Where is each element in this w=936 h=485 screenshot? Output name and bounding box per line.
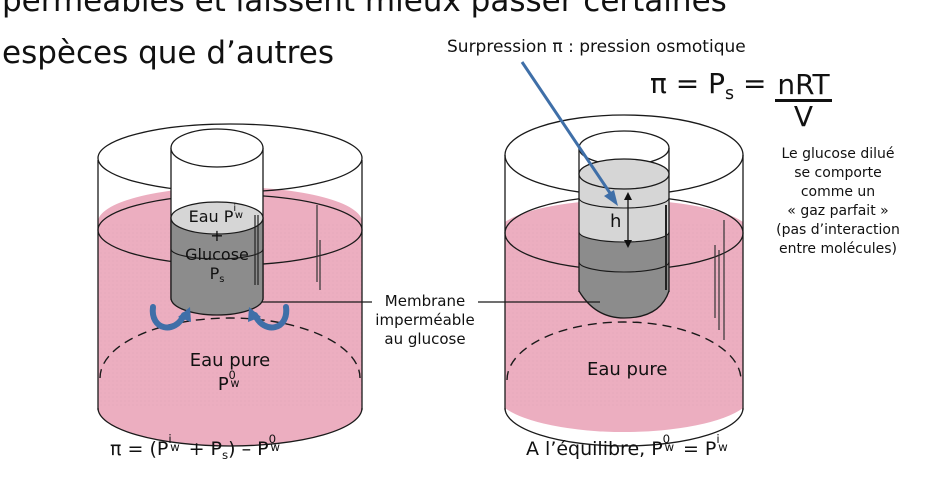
ps-sub: s: [219, 274, 225, 286]
right-flow-arrow: [248, 304, 290, 331]
slide-heading-line1: perméables et laissent mieux passer cert…: [2, 0, 727, 19]
note-line: comme un: [800, 184, 876, 200]
slide-heading-line2: espèces que d’autres: [2, 35, 334, 71]
sub-w: w: [234, 210, 243, 222]
formula-subscript: s: [725, 83, 735, 104]
left-vessel: [97, 123, 502, 447]
left-dashed-level: [99, 317, 361, 379]
membrane-label: Membrane imperméable au glucose: [370, 292, 480, 349]
solute-pressure-label: Ps: [171, 264, 263, 286]
sub-w: w: [170, 440, 180, 455]
inner-water-text: Eau P: [188, 207, 234, 226]
ps-p: P: [209, 264, 220, 283]
formula-lhs: π = P: [650, 67, 726, 100]
sup-0: 0: [662, 431, 671, 446]
surpression-pointer-arrow: [520, 61, 618, 206]
left-inner-rim: [170, 128, 264, 168]
formula-equals: =: [734, 67, 776, 100]
sub-w: w: [718, 440, 728, 455]
note-line: Le glucose dilué: [781, 146, 895, 162]
glucose-label: Glucose: [185, 245, 249, 264]
sup-0: 0: [268, 431, 277, 446]
caption-part: π = (P: [110, 438, 169, 460]
caption-part: ) – P: [228, 438, 269, 460]
sub-w: w: [230, 377, 240, 391]
right-solution-surface: [578, 158, 670, 190]
caption-part: A l’équilibre, P: [526, 438, 663, 460]
sub-s: s: [222, 447, 229, 462]
sup-i: i: [233, 203, 237, 215]
right-pure-water-label: Eau pure: [587, 359, 668, 380]
note-line: « gaz parfait »: [787, 203, 889, 219]
left-flow-arrow: [149, 304, 191, 331]
sup-0: 0: [228, 368, 236, 382]
membrane-line3: au glucose: [384, 330, 466, 348]
p0w-p: P: [217, 374, 229, 395]
membrane-line2: imperméable: [375, 311, 475, 329]
sup-i: i: [168, 431, 172, 446]
formula-numerator: nRT: [775, 68, 832, 103]
sup-i: i: [716, 431, 720, 446]
note-line: (pas d’interaction: [776, 222, 900, 238]
right-dashed-level: [506, 321, 742, 381]
plus-sign: +: [210, 226, 224, 245]
formula-denominator: V: [793, 100, 814, 134]
ideal-gas-note: Le glucose dilué se comporte comme un « …: [752, 145, 924, 259]
height-label: h: [610, 211, 622, 232]
note-line: se comporte: [794, 165, 882, 181]
caption-part: + P: [182, 438, 223, 460]
left-pure-water-label: Eau pure: [189, 350, 271, 371]
note-line: entre molécules): [778, 241, 898, 257]
right-vessel: [502, 114, 744, 447]
height-double-arrow: [624, 192, 632, 248]
membrane-line1: Membrane: [382, 292, 468, 311]
sub-w: w: [664, 440, 675, 455]
surpression-label: Surpression π : pression osmotique: [447, 37, 746, 57]
caption-part: = P: [676, 438, 717, 460]
sub-w: w: [270, 440, 281, 455]
left-solution-surface: [170, 201, 264, 235]
